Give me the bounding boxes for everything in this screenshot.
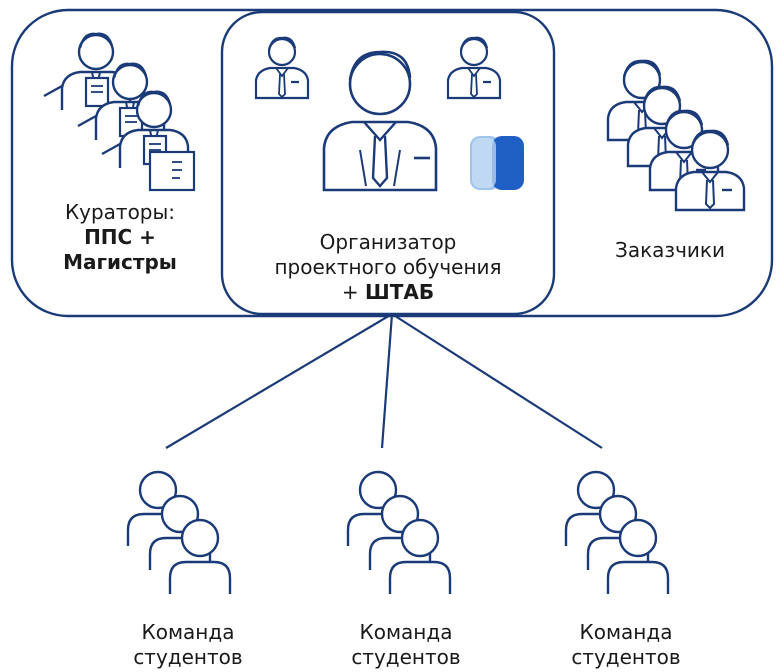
customers-title: Заказчики: [615, 238, 725, 262]
organizer-staff-prefix: +: [341, 280, 366, 304]
team-line-1: Команда: [579, 620, 673, 644]
team-label: Команда студентов: [538, 620, 714, 670]
organizer-staff-line: + ШТАБ: [232, 280, 544, 305]
curators-role-2: Магистры: [63, 250, 177, 274]
student-group-icon: [126, 470, 232, 596]
curators-role-1: ППС +: [84, 225, 156, 249]
student-group-icon: [564, 470, 670, 596]
student-group-icon: [346, 470, 452, 596]
team-line-2: студентов: [351, 645, 461, 669]
team-line-2: студентов: [571, 645, 681, 669]
team-line-1: Команда: [359, 620, 453, 644]
curators-label: Кураторы: ППС + Магистры: [30, 200, 210, 275]
brand-logo-icon: [470, 136, 524, 190]
team-line-1: Команда: [141, 620, 235, 644]
organizer-person-icon: [322, 50, 438, 192]
customers-label: Заказчики: [580, 238, 760, 263]
teacher-group-icon: [42, 32, 196, 192]
team-label: Команда студентов: [318, 620, 494, 670]
curators-title: Кураторы:: [64, 200, 176, 224]
team-line-2: студентов: [133, 645, 243, 669]
organizer-title: Организатор: [319, 230, 457, 254]
team-label: Команда студентов: [100, 620, 276, 670]
organizer-label: Организатор проектного обучения + ШТАБ: [232, 230, 544, 305]
organizer-subtitle: проектного обучения: [274, 255, 502, 279]
organizer-staff-bold: ШТАБ: [365, 280, 435, 304]
connector-lines: [165, 313, 603, 449]
